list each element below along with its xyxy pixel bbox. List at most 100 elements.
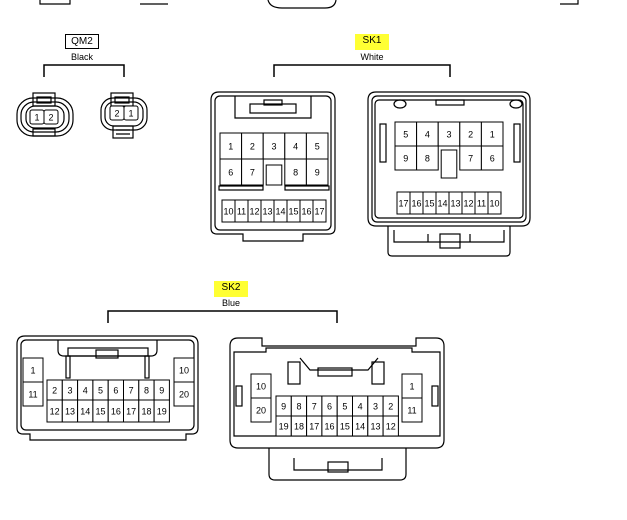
pin-label: 17 <box>126 407 136 417</box>
sk1-left-pin-15: 15 <box>286 199 301 223</box>
pin-label: 5 <box>98 386 103 396</box>
sk2-left-pin-7: 7 <box>123 379 140 401</box>
pin-label: 5 <box>315 142 320 152</box>
pin-label: 14 <box>275 207 285 217</box>
pin-label: 10 <box>489 199 499 209</box>
sk1-right-pin-13: 13 <box>448 191 463 215</box>
sk1-right-pin-5: 5 <box>394 121 418 147</box>
pin-label: 11 <box>237 207 246 217</box>
sk2-right-pin-4: 4 <box>352 395 369 417</box>
pin-label: 3 <box>373 402 378 412</box>
pin-label: 14 <box>80 407 90 417</box>
sk1-right-pin-2: 2 <box>459 121 482 147</box>
pin-label: 12 <box>386 422 396 432</box>
sk2-right-pin-10: 10 <box>250 373 272 399</box>
sk2-left-pin-17: 17 <box>123 399 140 423</box>
sk2-color-label: Blue <box>221 298 240 308</box>
pin-label: 9 <box>403 154 408 164</box>
sk2-left-pin-19: 19 <box>153 399 170 423</box>
pin-label: 1 <box>128 109 133 119</box>
pin-label: 1 <box>30 366 35 376</box>
pin-label: 1 <box>228 142 233 152</box>
pin-label: 2 <box>48 113 53 123</box>
pin-label: 15 <box>424 199 434 209</box>
sk1-left-pin-14: 14 <box>273 199 288 223</box>
sk2-right-pin-3: 3 <box>367 395 384 417</box>
sk2-left-pin-11: 11 <box>22 381 44 407</box>
sk2-left-pin-1: 1 <box>22 357 44 383</box>
pin-label: 20 <box>179 390 189 400</box>
sk1-left-pin-2: 2 <box>241 132 264 160</box>
sk1-left-pin-3: 3 <box>262 132 286 160</box>
sk2-right-pin-7: 7 <box>306 395 323 417</box>
pin-label: 11 <box>28 390 37 400</box>
qm2-code-label: QM2 <box>65 34 99 49</box>
qm2-right-pin-1: 1 <box>123 105 139 121</box>
sk1-left-pin-5: 5 <box>305 132 329 160</box>
sk2-right-pin-17: 17 <box>306 415 323 437</box>
sk1-left-pin-7: 7 <box>241 158 264 186</box>
sk2-right-pin-6: 6 <box>321 395 338 417</box>
sk2-left-pin-6: 6 <box>107 379 124 401</box>
pin-label: 2 <box>114 109 119 119</box>
pin-label: 13 <box>262 207 272 217</box>
pin-label: 6 <box>113 386 118 396</box>
sk2-right-pin-1: 1 <box>401 373 423 399</box>
pin-label: 20 <box>256 406 266 416</box>
pin-label: 4 <box>293 142 298 152</box>
sk2-left-pin-8: 8 <box>138 379 155 401</box>
pin-label: 14 <box>437 199 447 209</box>
sk2-right-pin-8: 8 <box>290 395 308 417</box>
sk1-left-pin-8: 8 <box>284 158 307 186</box>
pin-label: 15 <box>96 407 106 417</box>
sk1-right-pin-9: 9 <box>394 145 418 171</box>
pin-label: 19 <box>157 407 167 417</box>
qm2-color-label: Black <box>70 52 93 62</box>
sk1-left-pin-11: 11 <box>234 199 249 223</box>
pin-label: 15 <box>340 422 350 432</box>
qm2-right-connector <box>100 92 148 139</box>
pin-label: 11 <box>477 199 486 209</box>
pin-label: 16 <box>301 207 311 217</box>
sk1-code-label: SK1 <box>355 34 389 50</box>
pin-label: 15 <box>288 207 298 217</box>
sk2-left-pin-15: 15 <box>92 399 109 423</box>
pin-label: 17 <box>398 199 408 209</box>
sk2-left-pin-13: 13 <box>61 399 79 423</box>
pin-label: 10 <box>223 207 233 217</box>
pin-label: 13 <box>450 199 460 209</box>
pin-label: 3 <box>67 386 72 396</box>
sk1-left-pin-10: 10 <box>221 199 236 223</box>
pin-label: 4 <box>425 130 430 140</box>
sk1-right-pin-6: 6 <box>480 145 504 171</box>
sk1-right-connector <box>367 91 531 257</box>
sk2-left-pin-3: 3 <box>61 379 79 401</box>
pin-label: 8 <box>425 154 430 164</box>
sk2-left-pin-9: 9 <box>153 379 170 401</box>
pin-label: 13 <box>65 407 75 417</box>
pin-label: 9 <box>281 402 286 412</box>
sk2-right-pin-9: 9 <box>275 395 292 417</box>
sk1-right-pin-8: 8 <box>416 145 439 171</box>
sk1-left-pin-12: 12 <box>247 199 262 223</box>
pin-label: 14 <box>355 422 365 432</box>
sk1-right-pin-15: 15 <box>422 191 437 215</box>
sk2-left-pin-4: 4 <box>77 379 94 401</box>
sk1-right-pin-4: 4 <box>416 121 439 147</box>
sk1-left-pin-6: 6 <box>219 158 243 186</box>
sk2-right-pin-12: 12 <box>382 415 399 437</box>
sk1-right-key <box>440 149 458 179</box>
sk2-left-pin-14: 14 <box>77 399 94 423</box>
sk2-right-pin-2: 2 <box>382 395 399 417</box>
sk2-right-pin-11: 11 <box>401 397 423 423</box>
pin-label: 12 <box>463 199 473 209</box>
pin-label: 18 <box>141 407 151 417</box>
qm2-left-pin-2: 2 <box>43 109 59 125</box>
pin-label: 5 <box>342 402 347 412</box>
sk1-right-pin-17: 17 <box>396 191 411 215</box>
pin-label: 4 <box>83 386 88 396</box>
pin-label: 11 <box>407 406 416 416</box>
sk2-right-pin-16: 16 <box>321 415 338 437</box>
